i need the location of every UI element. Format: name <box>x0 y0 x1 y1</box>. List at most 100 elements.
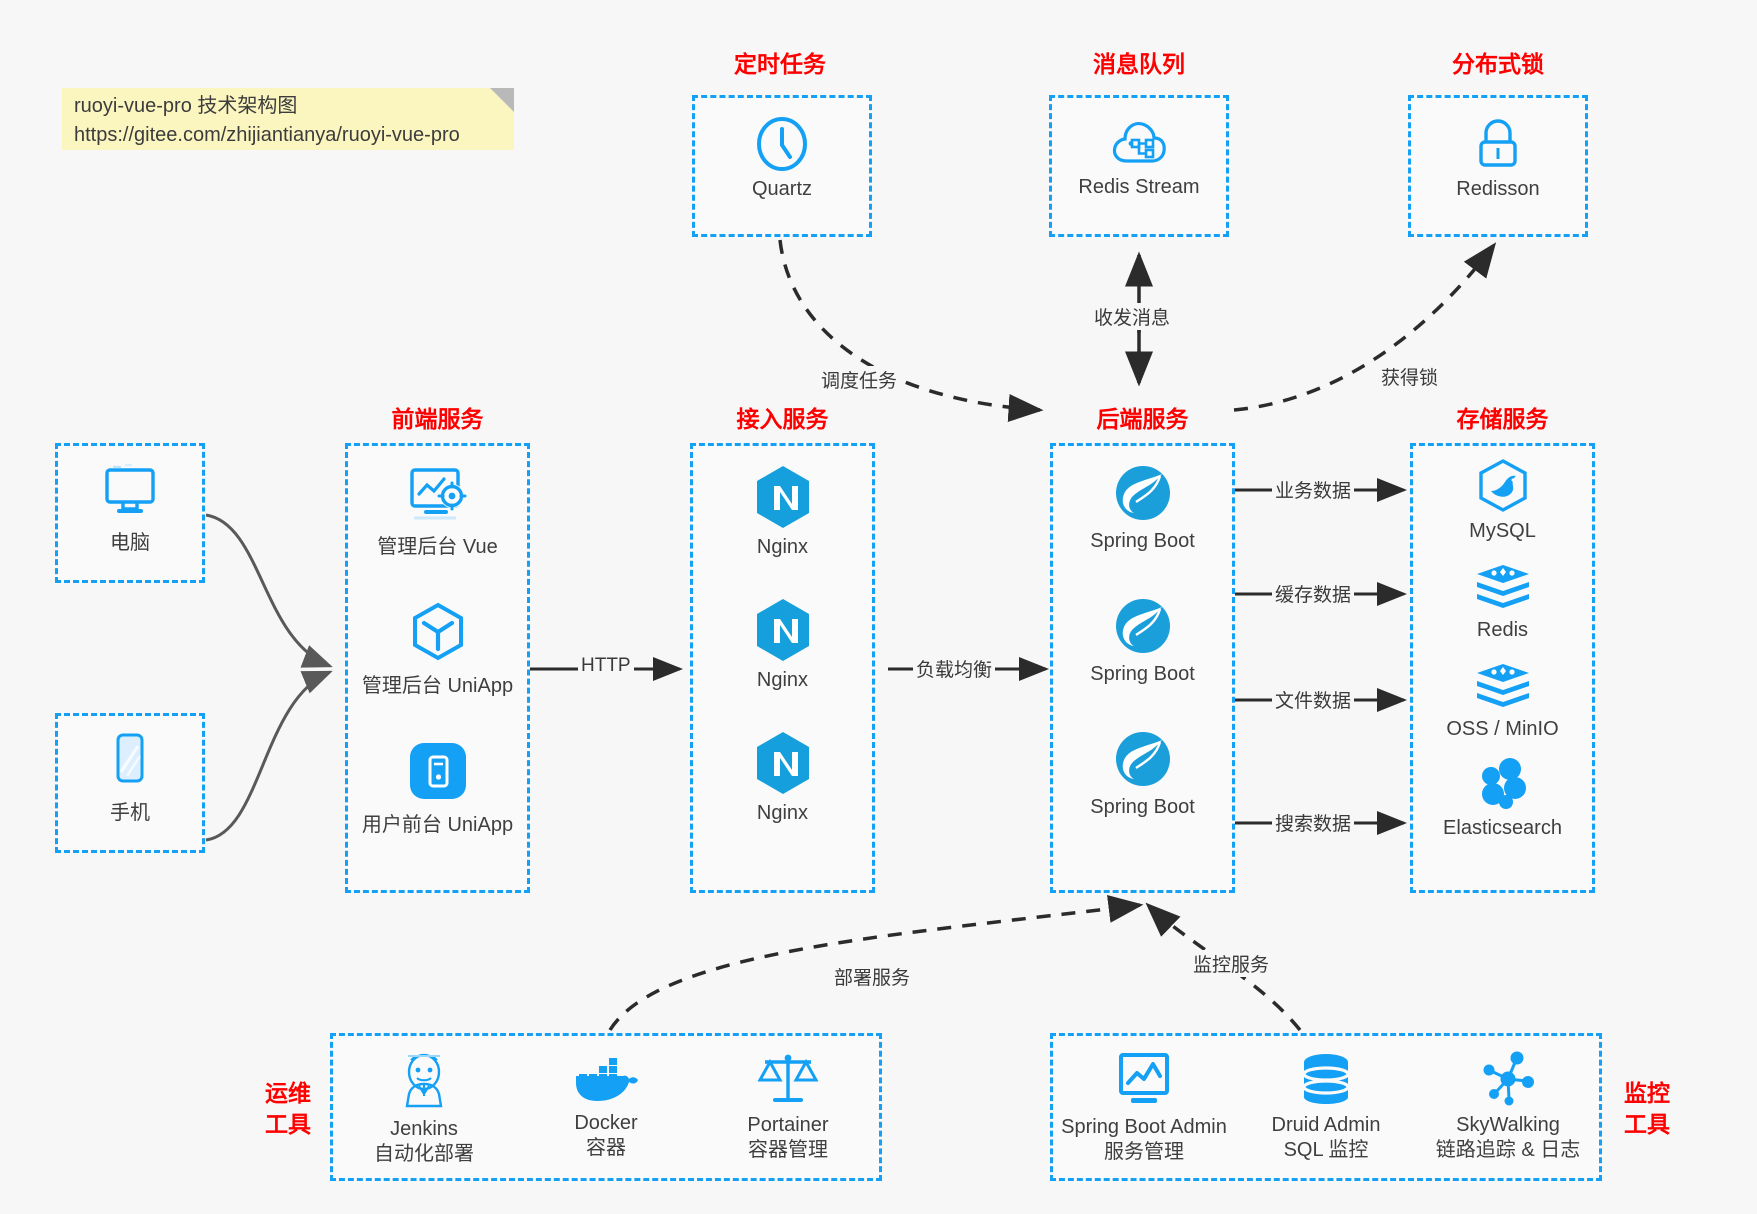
node-label: MySQL <box>1469 520 1536 542</box>
skywalking-node-icon <box>1483 1051 1534 1106</box>
node-label: Spring Boot <box>1090 530 1195 552</box>
group-box-devops[interactable]: Jenkins 自动化部署 Docker 容器 <box>330 1033 882 1181</box>
node-admin-vue[interactable]: 管理后台 Vue <box>348 446 527 559</box>
edge-label-load-balance: 负载均衡 <box>913 655 996 682</box>
node-label: Nginx <box>756 669 809 691</box>
spring-leaf-icon <box>1115 599 1170 653</box>
node-user-uniapp[interactable]: 用户前台 UniApp <box>348 698 527 837</box>
node-spring-boot-2[interactable]: Spring Boot <box>1053 553 1232 686</box>
node-elasticsearch[interactable]: Elasticsearch <box>1413 741 1592 840</box>
node-label: Elasticsearch <box>1443 817 1562 839</box>
node-jenkins[interactable]: Jenkins 自动化部署 <box>339 1036 509 1168</box>
edge-label-monitor-service: 监控服务 <box>1190 950 1273 977</box>
edge-label-cache-data: 缓存数据 <box>1272 580 1355 607</box>
node-label: Redis <box>1476 619 1529 641</box>
desktop-icon <box>105 463 155 513</box>
group-box-client-desktop[interactable]: 电脑 <box>55 443 205 583</box>
cloud-stream-icon <box>1112 122 1166 163</box>
node-label: 电脑 <box>110 532 150 554</box>
docker-whale-icon <box>576 1058 638 1101</box>
edge-label-business-data: 业务数据 <box>1272 476 1355 503</box>
group-caption-frontend: 前端服务 <box>391 406 484 432</box>
node-mobile[interactable]: 手机 <box>58 716 202 825</box>
node-redis-stream[interactable]: Redis Stream <box>1052 98 1226 199</box>
elasticsearch-icon <box>1481 758 1526 809</box>
node-quartz[interactable]: Quartz <box>695 98 869 201</box>
node-sublabel: 自动化部署 <box>374 1143 474 1165</box>
group-caption-backend: 后端服务 <box>1096 406 1189 432</box>
node-sublabel: SQL 监控 <box>1283 1139 1369 1161</box>
caption-line-1: 运维 <box>265 1080 311 1106</box>
node-redis[interactable]: Redis <box>1413 543 1592 642</box>
group-box-monitor[interactable]: Spring Boot Admin 服务管理 Druid Admin SQL 监… <box>1050 1033 1602 1181</box>
node-druid-admin[interactable]: Druid Admin SQL 监控 <box>1235 1036 1417 1164</box>
redis-stack-icon <box>1476 565 1529 608</box>
node-label: Portainer <box>747 1114 829 1136</box>
nginx-icon <box>756 599 809 661</box>
database-icon <box>1302 1054 1350 1104</box>
group-caption-mq: 消息队列 <box>1093 51 1185 77</box>
node-label: Jenkins <box>390 1118 458 1140</box>
caption-line-2: 工具 <box>265 1111 311 1137</box>
dashboard-gear-icon <box>409 468 466 520</box>
node-nginx-1[interactable]: Nginx <box>693 446 872 559</box>
node-label: Spring Boot Admin <box>1061 1116 1227 1138</box>
edge-label-file-data: 文件数据 <box>1272 686 1355 713</box>
node-desktop[interactable]: 电脑 <box>58 446 202 555</box>
group-box-backend[interactable]: Spring Boot Spring Boot Spring Boot <box>1050 443 1235 893</box>
note-line-1: ruoyi-vue-pro 技术架构图 <box>74 95 298 117</box>
app-tile-icon <box>409 743 466 799</box>
node-docker[interactable]: Docker 容器 <box>521 1036 691 1162</box>
node-label: Redis Stream <box>1078 176 1200 198</box>
group-caption-devops: 运维 工具 <box>253 1078 323 1140</box>
edge-label-search-data: 搜索数据 <box>1272 809 1355 836</box>
group-box-client-mobile[interactable]: 手机 <box>55 713 205 853</box>
node-label: Spring Boot <box>1090 796 1195 818</box>
node-sublabel: 容器管理 <box>748 1139 828 1161</box>
group-box-scheduler[interactable]: Quartz <box>692 95 872 237</box>
node-label: SkyWalking <box>1456 1114 1560 1136</box>
group-box-storage[interactable]: MySQL Redis OSS / MinIO <box>1410 443 1595 893</box>
edge-label-acquire-lock: 获得锁 <box>1378 363 1442 390</box>
node-mysql[interactable]: MySQL <box>1413 446 1592 543</box>
node-oss-minio[interactable]: OSS / MinIO <box>1413 642 1592 741</box>
lock-icon <box>1479 119 1517 167</box>
spring-leaf-icon <box>1115 466 1170 520</box>
node-spring-boot-1[interactable]: Spring Boot <box>1053 446 1232 553</box>
edge-label-http: HTTP <box>578 655 634 677</box>
node-sublabel: 容器 <box>586 1137 626 1159</box>
group-box-lock[interactable]: Redisson <box>1408 95 1588 237</box>
mobile-icon <box>116 733 144 783</box>
node-admin-uniapp[interactable]: 管理后台 UniApp <box>348 559 527 698</box>
node-nginx-3[interactable]: Nginx <box>693 692 872 825</box>
node-label: Docker <box>574 1112 638 1134</box>
node-label: 手机 <box>110 802 150 824</box>
node-sublabel: 链路追踪 & 日志 <box>1435 1139 1581 1161</box>
node-label: Nginx <box>756 536 809 558</box>
group-caption-lock: 分布式锁 <box>1452 51 1544 77</box>
caption-line-2: 工具 <box>1624 1111 1670 1137</box>
node-portainer[interactable]: Portainer 容器管理 <box>703 1036 873 1164</box>
node-nginx-2[interactable]: Nginx <box>693 559 872 692</box>
node-label: Nginx <box>756 802 809 824</box>
node-spring-boot-admin[interactable]: Spring Boot Admin 服务管理 <box>1053 1036 1235 1166</box>
node-label: Druid Admin <box>1271 1114 1381 1136</box>
nginx-icon <box>756 732 809 794</box>
node-skywalking[interactable]: SkyWalking 链路追踪 & 日志 <box>1417 1036 1599 1164</box>
note-fold-icon <box>490 88 514 112</box>
group-box-frontend[interactable]: 管理后台 Vue 管理后台 UniApp 用户前台 UniApp <box>345 443 530 893</box>
group-box-gateway[interactable]: Nginx Nginx Nginx <box>690 443 875 893</box>
nginx-icon <box>756 466 809 528</box>
group-caption-storage: 存储服务 <box>1456 406 1549 432</box>
jenkins-butler-icon <box>405 1053 443 1108</box>
group-box-mq[interactable]: Redis Stream <box>1049 95 1229 237</box>
note-line-2: https://gitee.com/zhijiantianya/ruoyi-vu… <box>74 124 460 146</box>
node-label: Spring Boot <box>1090 663 1195 685</box>
node-redisson[interactable]: Redisson <box>1411 98 1585 201</box>
group-caption-monitor: 监控 工具 <box>1612 1078 1682 1140</box>
edge-label-deploy-service: 部署服务 <box>831 963 914 990</box>
node-spring-boot-3[interactable]: Spring Boot <box>1053 686 1232 819</box>
mysql-dolphin-icon <box>1478 459 1527 512</box>
node-label: 管理后台 UniApp <box>361 675 514 697</box>
